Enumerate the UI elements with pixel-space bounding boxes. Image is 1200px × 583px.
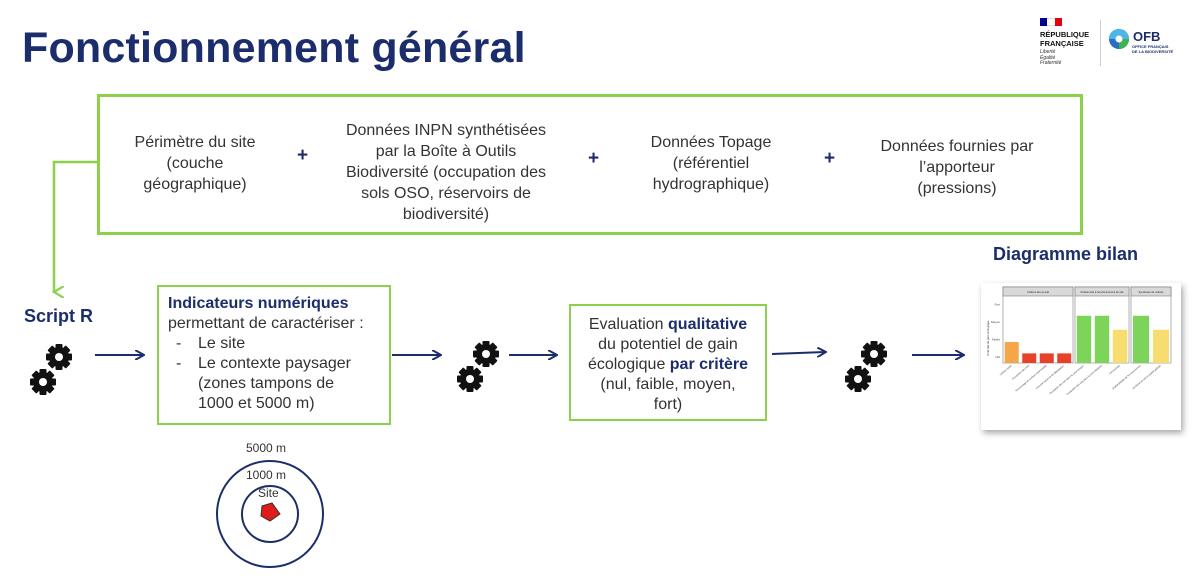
gears-icon <box>845 341 887 392</box>
input-item-inpn-data: Données INPN synthétisées par la Boîte à… <box>345 122 547 223</box>
y-tick-label: Faible <box>992 337 1001 341</box>
x-tick-label: Pourcentage de surface imperméable <box>1015 364 1048 392</box>
summary-bar-chart: Potentiel de gain écologique FortMoyenFai… <box>986 286 1172 396</box>
republique-francaise-text: RÉPUBLIQUE FRANÇAISE <box>1040 30 1090 48</box>
list-item: -Le contexte paysager <box>176 355 351 372</box>
y-tick-label: Moyen <box>991 320 1000 324</box>
page-title: Fonctionnement général <box>22 24 526 72</box>
y-axis-title: Potentiel de gain écologique <box>986 320 990 356</box>
x-tick-label: Occupation des sols <box>1011 364 1030 381</box>
indicators-heading: Indicateurs numériques <box>168 295 349 312</box>
input-data-box <box>97 94 1083 235</box>
y-tick-label: Fort <box>995 302 1001 306</box>
chart-bar <box>1057 353 1072 363</box>
ofb-name: OFB <box>1133 29 1161 44</box>
inputs-to-script-connector <box>54 160 97 292</box>
republique-motto-text: Liberté Égalité Fraternité <box>1040 49 1062 66</box>
site-polygon <box>260 502 281 522</box>
evaluation-box: Evaluation qualitative du potentiel de g… <box>569 304 767 421</box>
chart-bar <box>1112 329 1128 363</box>
ofb-logo-icon <box>1109 29 1129 49</box>
chart-bar <box>1004 342 1019 363</box>
gears-icon <box>30 344 72 395</box>
chart-bar <box>1133 315 1149 363</box>
script-r-label: Script R <box>24 306 94 326</box>
panel-title: Critères liés à l'environnement du site <box>1080 290 1124 294</box>
x-tick-label: Occupation des sols dans la zone éloigné… <box>1066 364 1103 396</box>
ofb-subtitle: OFFICE FRANÇAIS DE LA BIODIVERSITÉ <box>1132 44 1174 54</box>
logo-divider <box>1100 20 1101 66</box>
evaluation-line: écologique par critère <box>587 356 749 373</box>
evaluation-line: (nul, faible, moyen, <box>600 376 736 393</box>
evaluation-line: du potentiel de gain <box>598 336 738 353</box>
y-tick-label: Nul <box>995 355 1000 359</box>
x-tick-label: Occupation des sols dans la zone tampon <box>1049 364 1085 395</box>
panel-header <box>1130 286 1172 297</box>
arrow-evaluation-to-gears <box>771 352 825 354</box>
chart-bar <box>1153 329 1169 363</box>
gears-icon <box>457 341 499 392</box>
chart-bar <box>1094 315 1110 363</box>
chart-bar <box>1039 353 1054 363</box>
chart-bar <box>1076 315 1092 363</box>
indicators-subheading: permettant de caractériser : <box>168 315 364 332</box>
panel-title: Synthèses de critères <box>1139 290 1165 294</box>
plus-sign: + <box>588 148 600 169</box>
outer-buffer-circle <box>216 460 324 568</box>
panel-header <box>1002 286 1074 297</box>
inner-buffer-label: 1000 m <box>246 468 287 482</box>
inner-buffer-circle <box>241 485 299 543</box>
list-item-continuation: (zones tampons de 1000 et 5000 m) <box>198 375 335 412</box>
input-item-site-perimeter: Périmètre du site (couche géographique) <box>134 134 256 193</box>
buffer-zones-diagram <box>216 460 324 568</box>
input-item-provider-data: Données fournies par l’apporteur (pressi… <box>880 138 1034 197</box>
french-flag-icon <box>1040 18 1062 26</box>
indicators-box: Indicateurs numériques permettant de car… <box>157 285 391 425</box>
header-logos: RÉPUBLIQUE FRANÇAISE Liberté Égalité Fra… <box>1040 18 1180 68</box>
plus-sign: + <box>824 148 836 169</box>
panel-header <box>1074 286 1130 297</box>
evaluation-line: Evaluation qualitative <box>588 316 748 333</box>
diagram-bilan-label: Diagramme bilan <box>993 244 1139 264</box>
outer-buffer-label: 5000 m <box>246 441 287 455</box>
site-label: Site <box>258 486 279 500</box>
input-item-topage-data: Données Topage (référentiel hydrographiq… <box>650 134 772 193</box>
plus-sign: + <box>297 145 309 166</box>
list-item: -Le site <box>176 335 246 352</box>
chart-bar <box>1022 353 1037 363</box>
x-tick-label: Surface totale <box>999 364 1013 376</box>
evaluation-line: fort) <box>653 396 683 413</box>
panel-title: Critères liés au site <box>1027 290 1050 294</box>
x-tick-label: Connectivité <box>1109 364 1122 375</box>
